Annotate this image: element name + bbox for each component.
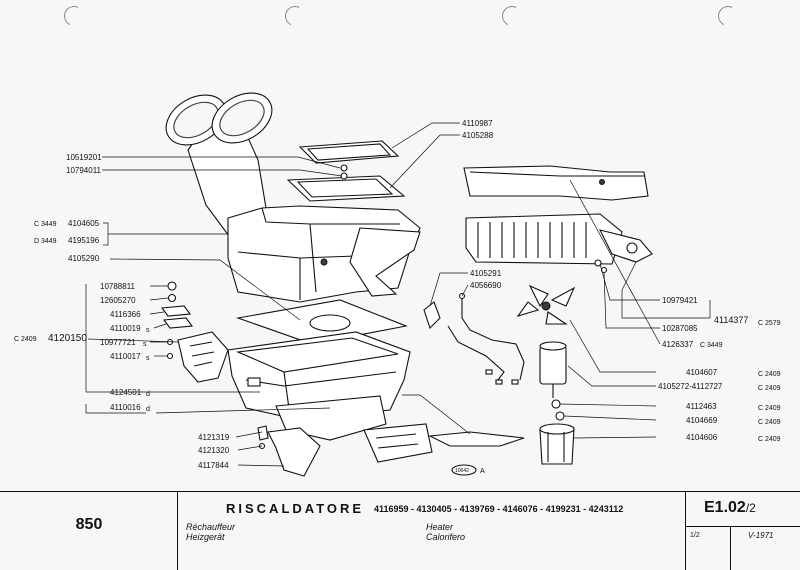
part-suffix: C 3449: [700, 342, 723, 349]
part-label: 4110017: [110, 352, 141, 361]
page-code-cell: E1.02/2 1/2 V-1971: [686, 492, 800, 570]
wiring-harness: [447, 292, 525, 385]
part-labels: 4110987 4105288 10519201 10794011 C 3449…: [14, 119, 781, 470]
title-block: 850 RISCALDATORE 4116959 - 4130405 - 413…: [0, 491, 800, 570]
part-suffix: C 2409: [758, 385, 781, 392]
gasket-top: [298, 140, 400, 164]
part-label: 10979421: [662, 296, 698, 305]
heater-lower-housing: [227, 331, 411, 441]
code-vertical-separator: [730, 526, 731, 570]
part-label: 4121319: [198, 433, 230, 442]
part-label: 4112463: [686, 402, 717, 411]
part-prefix: C 3449: [34, 221, 57, 228]
part-label: 4120150: [48, 333, 87, 344]
fan-motor: [539, 341, 567, 421]
motor-bracket: [423, 301, 441, 330]
page-code: E1.02/2: [704, 499, 756, 517]
code-separator: [686, 526, 800, 527]
part-label: 4056690: [470, 281, 502, 290]
page-code-main: E1.02: [704, 499, 746, 516]
part-suffix: C 2579: [758, 320, 781, 327]
title-cell: RISCALDATORE 4116959 - 4130405 - 4139769…: [178, 492, 686, 570]
part-label: 4104606: [686, 433, 718, 442]
flat-gasket-plate: [235, 299, 408, 345]
model-cell: 850: [0, 492, 178, 570]
part-label: 4116366: [110, 310, 141, 319]
sheet-number: 1/2: [690, 532, 700, 539]
small-screw-top: [340, 164, 348, 172]
heat-exchanger-radiator: [465, 213, 653, 265]
part-prefix: D 3449: [34, 238, 57, 245]
clip-10979421: [594, 259, 602, 267]
part-label: 10519201: [66, 153, 102, 162]
part-label: 4110019: [110, 324, 141, 333]
part-label: 10977721: [100, 338, 136, 347]
part-suffix: d: [146, 391, 150, 398]
part-suffix: s: [146, 327, 150, 334]
drawing-ref-number: 10642: [455, 468, 469, 474]
part-label: 4104669: [686, 416, 718, 425]
part-label: 4195196: [68, 236, 100, 245]
part-suffix: C 2409: [758, 419, 781, 426]
title-fr: Réchauffeur: [186, 522, 236, 532]
fan-impeller: [516, 284, 576, 325]
title-de: Heizgerät: [186, 532, 225, 542]
flap-valve-bracket: [177, 331, 229, 383]
part-label: 4124501: [110, 388, 142, 397]
part-label: 10788811: [100, 282, 136, 291]
title-en: Heater: [426, 522, 454, 532]
part-label: 10794011: [66, 166, 102, 175]
leader-lines: [85, 122, 711, 467]
part-suffix: s: [146, 355, 150, 362]
part-prefix: C 2409: [14, 336, 37, 343]
heater-upper-housing: [227, 205, 421, 303]
part-label: 4105291: [470, 269, 502, 278]
part-label: 4114377: [714, 315, 748, 325]
title-es: Calorifero: [426, 532, 466, 542]
part-label: 4117844: [198, 461, 229, 470]
heater-cover-top: [463, 165, 649, 201]
drawing-ref-letter: A: [480, 468, 485, 475]
part-suffix: s: [143, 341, 147, 348]
part-suffix: C 2409: [758, 371, 781, 378]
revision-date: V-1971: [748, 531, 774, 540]
gasket-frame: [286, 175, 406, 202]
page-code-sub: /2: [745, 501, 756, 515]
part-label: 10287085: [662, 324, 698, 333]
part-suffix: d: [146, 406, 150, 413]
part-label: 4104605: [68, 219, 100, 228]
twin-air-ducts: [165, 92, 273, 241]
lower-deflectors: [257, 423, 525, 477]
page-title: RISCALDATORE: [226, 501, 365, 516]
part-label: 4105288: [462, 131, 494, 140]
motor-cup: [539, 423, 575, 465]
screws-nuts-left: [160, 281, 194, 360]
part-label: 4110987: [462, 119, 493, 128]
part-label: 4105290: [68, 254, 100, 263]
model-number: 850: [75, 516, 103, 533]
part-label: 4110016: [110, 403, 141, 412]
assembly-codes: 4116959 - 4130405 - 4139769 - 4146076 - …: [374, 504, 624, 514]
part-label: 4105272-4112727: [658, 382, 723, 391]
part-label: 4121320: [198, 446, 230, 455]
part-label: 12605270: [100, 296, 136, 305]
part-label: 4126337: [662, 340, 694, 349]
part-label: 4104607: [686, 368, 718, 377]
part-suffix: C 2409: [758, 405, 781, 412]
part-suffix: C 2409: [758, 436, 781, 443]
drawing-ref: 10642 A: [451, 464, 485, 476]
